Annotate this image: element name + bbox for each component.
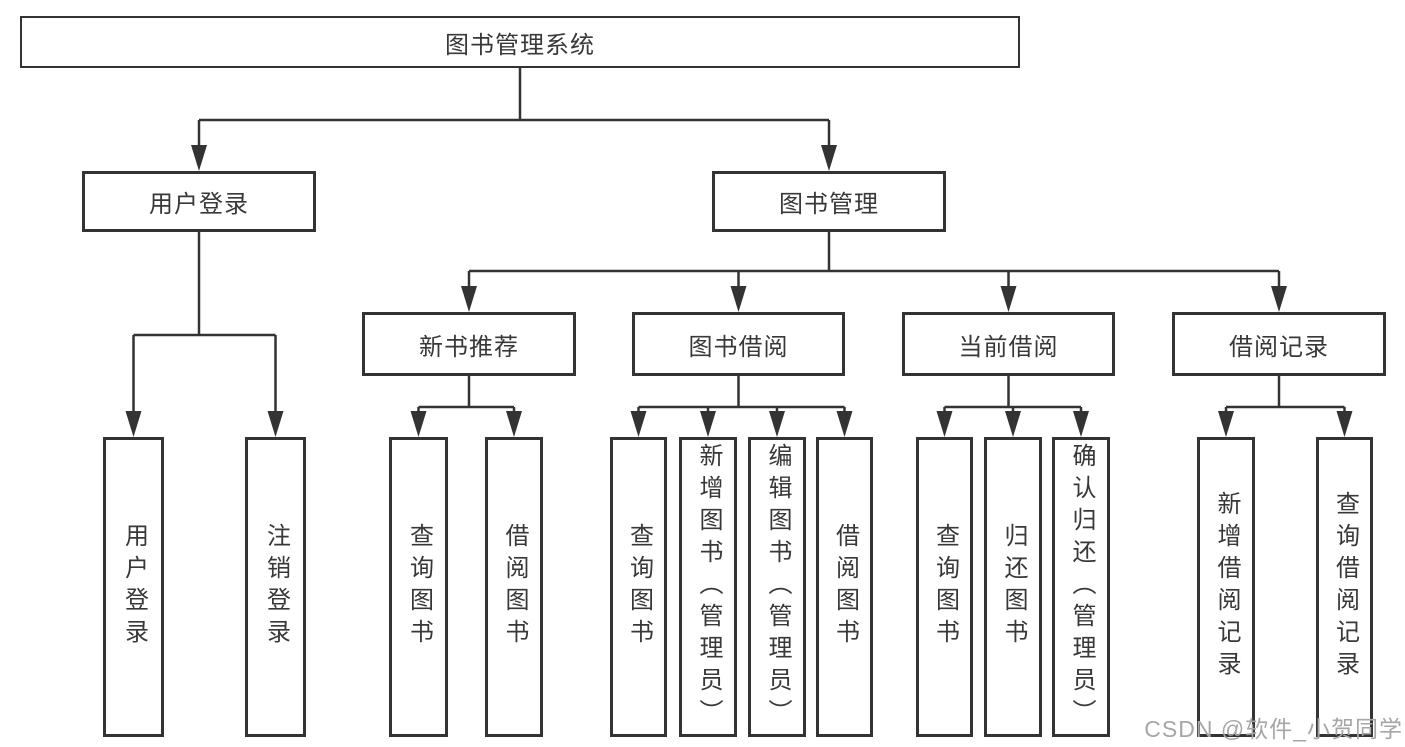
csdn-watermark: CSDN @软件_小贺同学 [1144,716,1403,742]
leaf-borrow-book-2: 借阅图书 [816,437,873,737]
leaf-user-login: 用户登录 [103,437,164,737]
node-user-login: 用户登录 [82,171,316,232]
leaf-logout: 注销登录 [245,437,306,737]
leaf-add-book-admin: 新增图书（管理员） [679,437,737,737]
leaf-query-books-2: 查询图书 [610,437,667,737]
node-library-system: 图书管理系统 [20,16,1020,68]
leaf-return-book: 归还图书 [984,437,1042,737]
node-book-borrow: 图书借阅 [632,312,845,376]
node-book-management: 图书管理 [712,171,946,232]
leaf-add-borrow-record: 新增借阅记录 [1197,437,1255,737]
node-borrow-records: 借阅记录 [1172,312,1386,376]
leaf-query-borrow-record: 查询借阅记录 [1316,437,1373,737]
leaf-query-books-3: 查询图书 [916,437,973,737]
node-new-book-recommend: 新书推荐 [362,312,576,376]
leaf-borrow-book-1: 借阅图书 [485,437,543,737]
node-current-borrow: 当前借阅 [902,312,1115,376]
leaf-edit-book-admin: 编辑图书（管理员） [748,437,806,737]
leaf-query-books-1: 查询图书 [389,437,448,737]
leaf-confirm-return-admin: 确认归还（管理员） [1052,437,1110,737]
